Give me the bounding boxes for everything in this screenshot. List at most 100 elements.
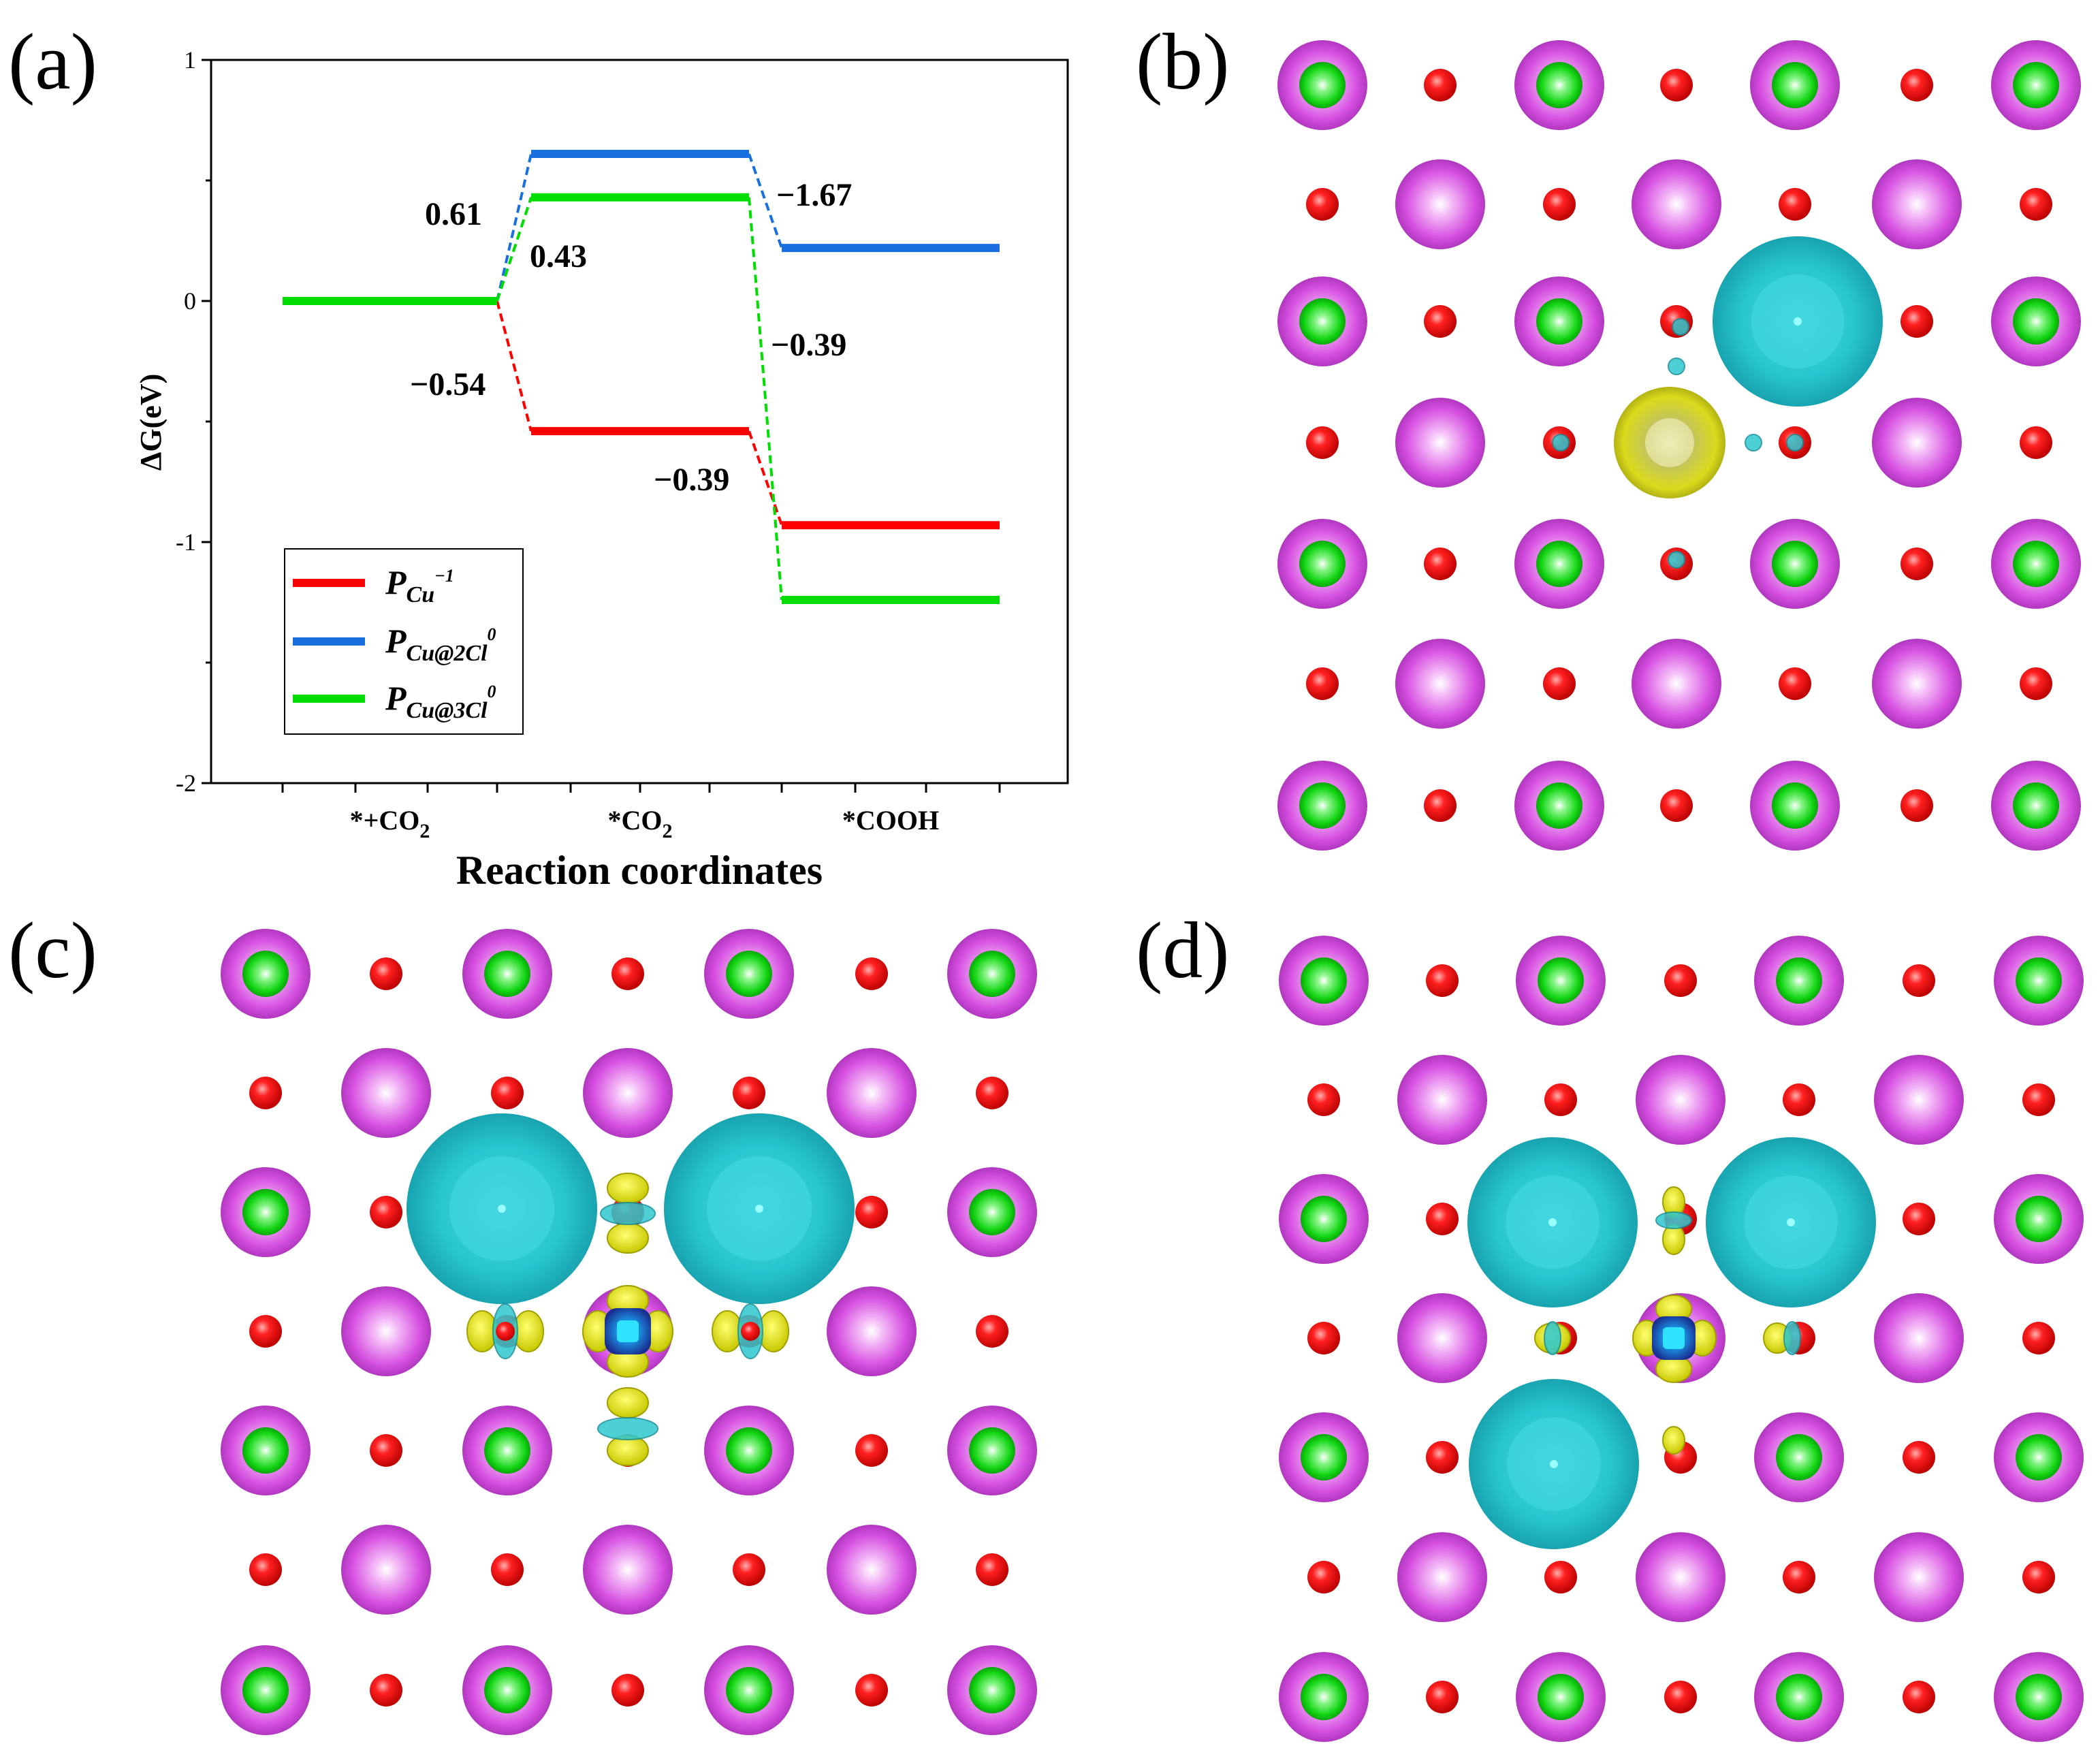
red-atom <box>1900 548 1933 580</box>
red-atom <box>1779 667 1811 700</box>
cyan-lobe <box>1783 1321 1801 1355</box>
green-atom <box>484 1427 530 1474</box>
magenta-atom <box>827 1048 917 1138</box>
green-atom <box>2016 957 2062 1004</box>
isosurface-center <box>1787 1218 1795 1226</box>
x-axis-title: Reaction coordinates <box>456 848 823 893</box>
green-atom <box>726 951 772 997</box>
magenta-atom <box>1397 1293 1487 1383</box>
green-atom <box>969 1427 1015 1474</box>
red-atom <box>976 1315 1008 1348</box>
magenta-atom <box>341 1286 431 1376</box>
green-atom <box>1301 1434 1347 1480</box>
energy-levels <box>283 150 1000 604</box>
green-atom <box>969 951 1015 997</box>
red-atom <box>2020 667 2052 700</box>
green-atom <box>1776 1434 1822 1480</box>
x-category-label: *CO2 <box>608 805 673 842</box>
free-energy-chart: 10-1-2 *+CO2*CO2*COOH 0.610.43−0.54−0.39… <box>134 46 1069 893</box>
red-atom <box>1903 964 1935 997</box>
red-atom <box>1306 667 1339 700</box>
green-atom <box>484 1667 530 1713</box>
isosurface-center <box>755 1205 763 1213</box>
green-atom <box>1299 782 1346 829</box>
red-atom <box>1664 964 1697 997</box>
red-atom <box>1903 1203 1935 1235</box>
red-atom <box>249 1315 282 1348</box>
green-atom <box>2013 541 2059 587</box>
magenta-atom <box>1395 398 1485 488</box>
yellow-isosurface-core <box>1645 418 1694 467</box>
red-atom <box>1783 1561 1815 1593</box>
magenta-atom <box>827 1525 917 1615</box>
red-atom <box>855 1196 888 1228</box>
green-atom <box>1776 957 1822 1004</box>
y-tick-label: -1 <box>176 528 196 556</box>
blue-center-core <box>617 1320 639 1342</box>
connector-line <box>496 197 532 302</box>
magenta-atom <box>583 1525 673 1615</box>
green-atom <box>2016 1196 2062 1242</box>
red-atom <box>976 1077 1008 1109</box>
magenta-atom <box>341 1048 431 1138</box>
red-atom <box>741 1322 760 1341</box>
red-atom <box>1900 789 1933 822</box>
y-tick-label: 0 <box>184 287 196 315</box>
red-atom <box>2022 1083 2055 1116</box>
red-atom <box>1424 548 1457 580</box>
red-atom <box>733 1077 765 1109</box>
red-atom <box>1426 1441 1459 1474</box>
red-atom <box>1426 1203 1459 1235</box>
green-atom <box>726 1667 772 1713</box>
red-atom <box>1660 69 1693 101</box>
green-atom <box>242 1427 289 1474</box>
cyan-lobe <box>1544 1321 1561 1355</box>
magenta-atom <box>1874 1532 1964 1622</box>
red-atom <box>611 1674 644 1707</box>
charge-density-panel-d <box>1279 936 2084 1742</box>
step-annotations: 0.610.43−0.54−0.39−1.67−0.39 <box>410 177 852 498</box>
red-atom <box>1306 188 1339 221</box>
connector-line <box>748 153 783 249</box>
red-atom <box>855 1434 888 1467</box>
magenta-atom <box>583 1048 673 1138</box>
green-atom <box>1301 1196 1347 1242</box>
red-atom <box>1783 1083 1815 1116</box>
green-atom <box>2016 1434 2062 1480</box>
green-atom <box>2013 62 2059 108</box>
red-atom <box>491 1553 524 1586</box>
red-atom <box>1307 1083 1340 1116</box>
isosurface-center <box>498 1205 506 1213</box>
green-atom <box>242 951 289 997</box>
green-atom <box>2013 298 2059 345</box>
cyan-lobe <box>1745 434 1762 451</box>
yellow-lobe <box>1662 1426 1685 1455</box>
green-atom <box>1536 62 1582 108</box>
legend: PCu−1 PCu@2Cl0 PCu@3Cl0 <box>284 548 524 735</box>
magenta-atom <box>1395 159 1485 249</box>
connector-line <box>496 300 532 432</box>
green-atom <box>1536 298 1582 345</box>
red-atom <box>1664 1681 1697 1713</box>
red-atom <box>1424 305 1457 338</box>
magenta-atom <box>1397 1055 1487 1145</box>
green-atom <box>242 1189 289 1235</box>
green-atom <box>2013 782 2059 829</box>
green-atom <box>969 1189 1015 1235</box>
green-atom <box>1538 957 1584 1004</box>
green-atom <box>1299 62 1346 108</box>
green-atom <box>2016 1674 2062 1720</box>
cyan-lobe <box>1655 1211 1692 1229</box>
green-atom <box>1776 1674 1822 1720</box>
y-axis: 10-1-2 <box>176 46 211 797</box>
y-tick-label: 1 <box>184 46 196 74</box>
red-atom <box>733 1553 765 1586</box>
green-atom <box>726 1427 772 1474</box>
red-atom <box>1543 188 1576 221</box>
red-atom <box>2020 426 2052 459</box>
isosurface-center <box>1794 317 1802 326</box>
magenta-atom <box>1632 159 1721 249</box>
green-atom <box>1301 1674 1347 1720</box>
legend-label-cu-2cl: PCu@2Cl0 <box>385 622 496 666</box>
